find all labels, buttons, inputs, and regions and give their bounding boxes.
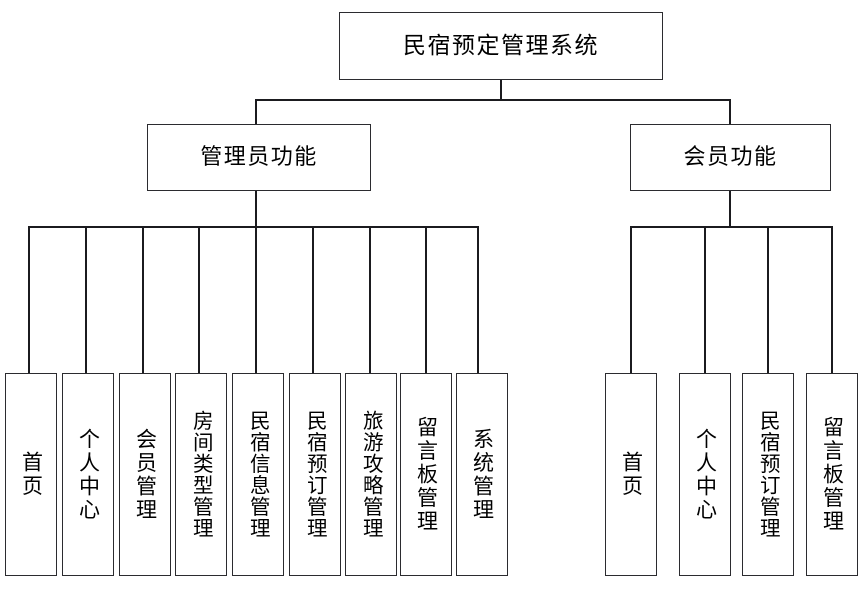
connector-drop-admin [255, 99, 257, 125]
connector-level2-bus [255, 99, 731, 101]
connector-member-leaf-drop-3 [767, 226, 769, 374]
connector-member-leaf-bus [630, 226, 832, 228]
node-admin-leaf-system-management[interactable]: 系统管理 [456, 373, 508, 576]
node-admin-leaf-homestay-booking-management[interactable]: 民宿预订管理 [289, 373, 341, 576]
connector-admin-leaf-drop-4 [198, 226, 200, 374]
node-member-functions[interactable]: 会员功能 [630, 124, 831, 191]
node-admin-leaf-homestay-booking-management-label: 民宿预订管理 [303, 410, 328, 539]
connector-admin-leaf-drop-9 [477, 226, 479, 374]
node-member-leaf-personal-center[interactable]: 个人中心 [679, 373, 731, 576]
connector-member-stem [729, 191, 731, 228]
node-admin-leaf-member-management-label: 会员管理 [133, 427, 158, 522]
node-root-label: 民宿预定管理系统 [403, 32, 599, 59]
node-admin-leaf-message-board-management-label: 留言板管理 [414, 415, 439, 534]
node-member-leaf-homestay-booking-management-label: 民宿预订管理 [756, 410, 781, 539]
connector-admin-leaf-drop-1 [28, 226, 30, 374]
node-member-leaf-message-board-management-label: 留言板管理 [820, 415, 845, 534]
connector-admin-leaf-drop-8 [425, 226, 427, 374]
node-admin-leaf-message-board-management[interactable]: 留言板管理 [400, 373, 452, 576]
node-member-leaf-home[interactable]: 首页 [605, 373, 657, 576]
node-member-leaf-homestay-booking-management[interactable]: 民宿预订管理 [742, 373, 794, 576]
node-admin-leaf-homestay-info-management-label: 民宿信息管理 [246, 410, 271, 539]
connector-member-leaf-drop-4 [831, 226, 833, 374]
connector-member-leaf-drop-1 [630, 226, 632, 374]
node-admin-leaf-travel-guide-management-label: 旅游攻略管理 [359, 410, 384, 539]
node-admin-leaf-home-label: 首页 [19, 451, 44, 498]
node-member-functions-label: 会员功能 [683, 144, 778, 170]
connector-drop-member [729, 99, 731, 125]
node-admin-leaf-personal-center[interactable]: 个人中心 [62, 373, 114, 576]
node-member-leaf-home-label: 首页 [619, 451, 644, 498]
connector-admin-leaf-bus [28, 226, 478, 228]
node-admin-leaf-room-type-management[interactable]: 房间类型管理 [175, 373, 227, 576]
node-admin-leaf-personal-center-label: 个人中心 [76, 427, 101, 522]
connector-admin-leaf-drop-6 [312, 226, 314, 374]
connector-admin-leaf-drop-2 [85, 226, 87, 374]
node-admin-leaf-homestay-info-management[interactable]: 民宿信息管理 [232, 373, 284, 576]
connector-admin-stem [255, 191, 257, 228]
node-admin-functions[interactable]: 管理员功能 [147, 124, 371, 191]
node-admin-leaf-travel-guide-management[interactable]: 旅游攻略管理 [345, 373, 397, 576]
connector-admin-leaf-drop-7 [369, 226, 371, 374]
connector-admin-leaf-drop-5 [255, 226, 257, 374]
node-admin-leaf-system-management-label: 系统管理 [470, 427, 495, 522]
node-admin-functions-label: 管理员功能 [200, 144, 318, 170]
node-admin-leaf-member-management[interactable]: 会员管理 [119, 373, 171, 576]
connector-admin-leaf-drop-3 [142, 226, 144, 374]
node-admin-leaf-room-type-management-label: 房间类型管理 [189, 410, 214, 539]
connector-root-stem [500, 80, 502, 100]
node-root[interactable]: 民宿预定管理系统 [339, 12, 663, 80]
node-member-leaf-personal-center-label: 个人中心 [693, 427, 718, 522]
connector-member-leaf-drop-2 [704, 226, 706, 374]
node-admin-leaf-home[interactable]: 首页 [5, 373, 57, 576]
node-member-leaf-message-board-management[interactable]: 留言板管理 [806, 373, 858, 576]
